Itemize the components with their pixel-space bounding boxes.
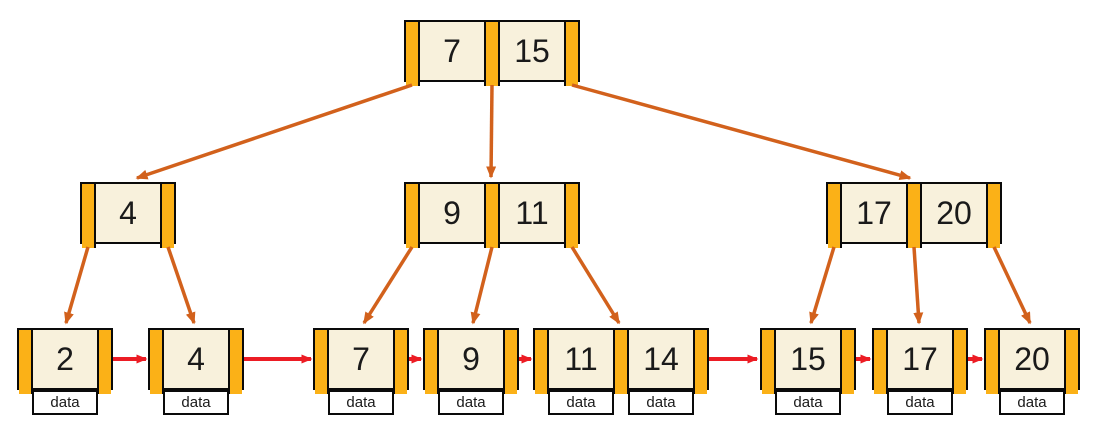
key-cell: 17 (888, 330, 952, 388)
pointer-slot (160, 184, 174, 248)
pointer-slot (150, 330, 164, 394)
key-cell: 4 (96, 184, 160, 242)
key-cell: 11 (549, 330, 613, 388)
pointer-slot (315, 330, 329, 394)
edge-root-to-node-9-11 (486, 84, 497, 179)
pointer-slot (564, 22, 578, 86)
leaf-node-15: 15 (760, 328, 856, 394)
edge-node1720-to-leaf-17 (912, 246, 924, 325)
edge-node1720-to-leaf-20 (992, 246, 1032, 325)
pointer-slot (693, 330, 707, 394)
pointer-slot (1064, 330, 1078, 394)
pointer-slot (484, 22, 500, 86)
key-cell: 15 (776, 330, 840, 388)
leaf-node-11-14: 11 14 (533, 328, 709, 394)
leaf-node-2: 2 (17, 328, 113, 394)
pointer-slot (535, 330, 549, 394)
leaf-node-4: 4 (148, 328, 244, 394)
key-cell: 15 (500, 22, 564, 80)
pointer-slot (228, 330, 242, 394)
pointer-slot (406, 22, 420, 86)
leaf-node-20: 20 (984, 328, 1080, 394)
pointer-slot (828, 184, 842, 248)
pointer-slot (503, 330, 517, 394)
data-box-4: data (163, 390, 229, 415)
edge-node911-to-leaf-11-14 (570, 246, 621, 325)
data-box-15: data (775, 390, 841, 415)
internal-node-4: 4 (80, 182, 176, 248)
pointer-slot (393, 330, 407, 394)
edge-root-to-node-17-20 (571, 83, 912, 181)
edge-node4-to-leaf-4 (166, 246, 196, 325)
data-box-14: data (628, 390, 694, 415)
key-cell: 2 (33, 330, 97, 388)
key-cell: 20 (922, 184, 986, 242)
key-cell: 4 (164, 330, 228, 388)
pointer-slot (406, 184, 420, 248)
data-box-7: data (328, 390, 394, 415)
root-node: 7 15 (404, 20, 580, 86)
pointer-slot (425, 330, 439, 394)
internal-node-9-11: 9 11 (404, 182, 580, 248)
pointer-slot (484, 184, 500, 248)
pointer-slot (952, 330, 966, 394)
pointer-slot (762, 330, 776, 394)
pointer-slot (97, 330, 111, 394)
pointer-slot (906, 184, 922, 248)
key-cell: 9 (439, 330, 503, 388)
pointer-slot (19, 330, 33, 394)
data-box-20: data (999, 390, 1065, 415)
pointer-slot (874, 330, 888, 394)
key-cell: 7 (329, 330, 393, 388)
data-box-11: data (548, 390, 614, 415)
pointer-slot (82, 184, 96, 248)
leaf-node-17: 17 (872, 328, 968, 394)
data-box-2: data (32, 390, 98, 415)
key-cell: 9 (420, 184, 484, 242)
leaf-node-7: 7 (313, 328, 409, 394)
pointer-slot (986, 184, 1000, 248)
edge-node1720-to-leaf-15 (809, 246, 836, 325)
data-box-9: data (438, 390, 504, 415)
data-box-17: data (887, 390, 953, 415)
pointer-slot (613, 330, 629, 394)
edge-root-to-node-4 (135, 83, 413, 180)
key-cell: 7 (420, 22, 484, 80)
key-cell: 17 (842, 184, 906, 242)
pointer-slot (564, 184, 578, 248)
pointer-slot (986, 330, 1000, 394)
internal-node-17-20: 17 20 (826, 182, 1002, 248)
key-cell: 11 (500, 184, 564, 242)
key-cell: 14 (629, 330, 693, 388)
leaf-node-9: 9 (423, 328, 519, 394)
pointer-slot (840, 330, 854, 394)
edge-node911-to-leaf-7 (362, 246, 414, 325)
edge-node911-to-leaf-9 (470, 246, 494, 325)
edge-node4-to-leaf-2 (64, 246, 90, 325)
key-cell: 20 (1000, 330, 1064, 388)
